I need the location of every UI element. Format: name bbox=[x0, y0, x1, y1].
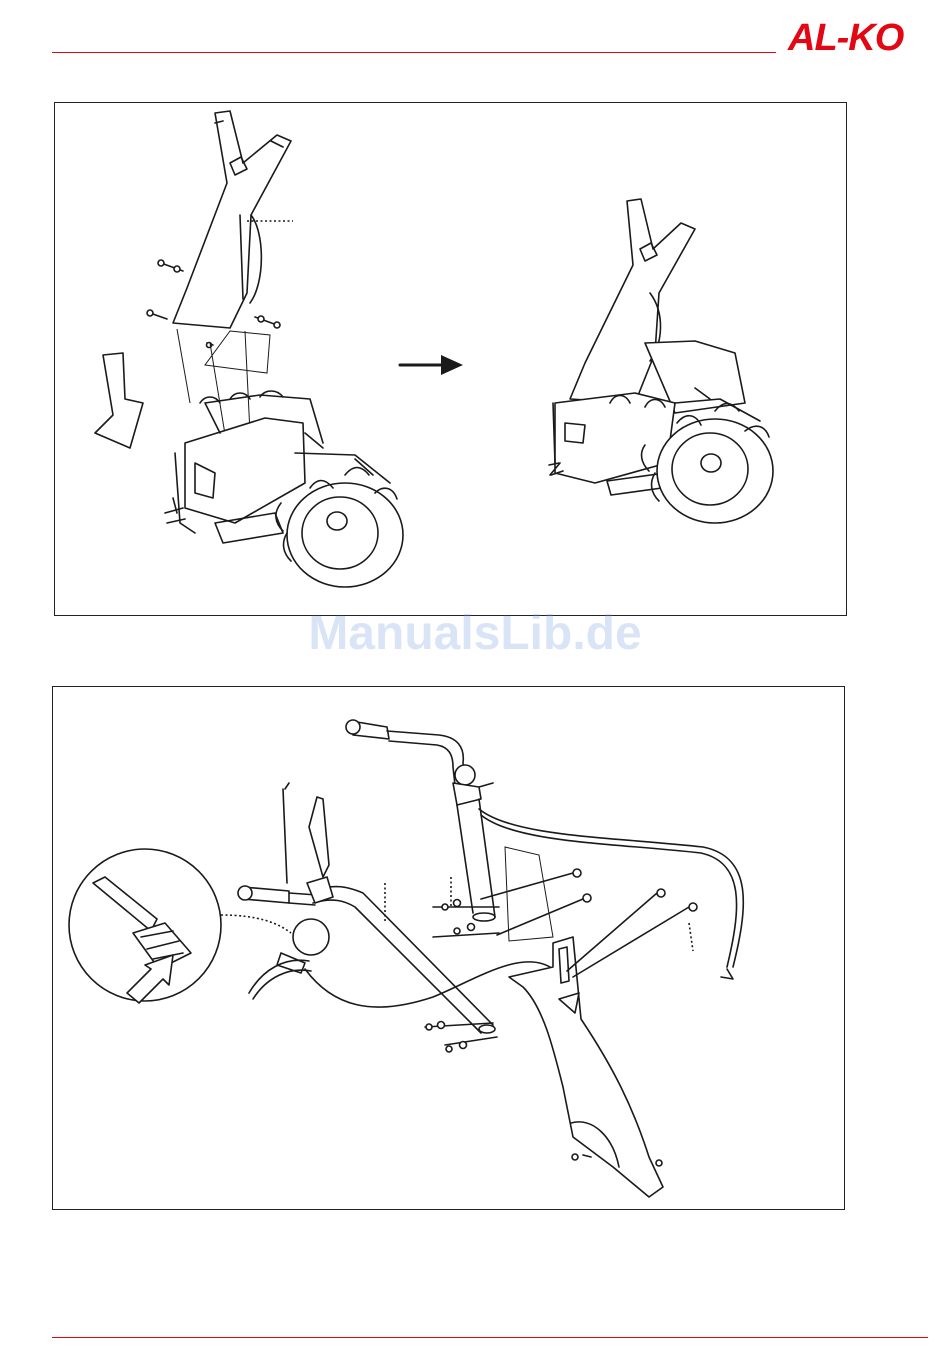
watermark: ManualsLib.de bbox=[0, 606, 950, 662]
handlebar-upper bbox=[346, 720, 495, 921]
down-arrow bbox=[95, 353, 143, 448]
mounting-illustration-2 bbox=[53, 687, 844, 1209]
right-arrow bbox=[400, 355, 463, 375]
tiller-left bbox=[165, 391, 403, 587]
figure-handlebar-mounting bbox=[52, 686, 845, 1210]
footer-rule bbox=[52, 1337, 928, 1338]
handlebar-lower bbox=[238, 789, 553, 1033]
mounting-bolts bbox=[285, 783, 697, 1052]
handlebar-holder-left bbox=[173, 111, 293, 328]
header-rule bbox=[52, 52, 776, 53]
handlebar-holder bbox=[509, 937, 663, 1197]
logo-text: AL-KO bbox=[788, 18, 903, 58]
mounting-illustration-1 bbox=[55, 103, 846, 615]
figure-handlebar-holder-mounting bbox=[54, 102, 847, 616]
alko-logo: AL-KO bbox=[788, 18, 928, 58]
tiller-assembled-right bbox=[549, 199, 773, 523]
